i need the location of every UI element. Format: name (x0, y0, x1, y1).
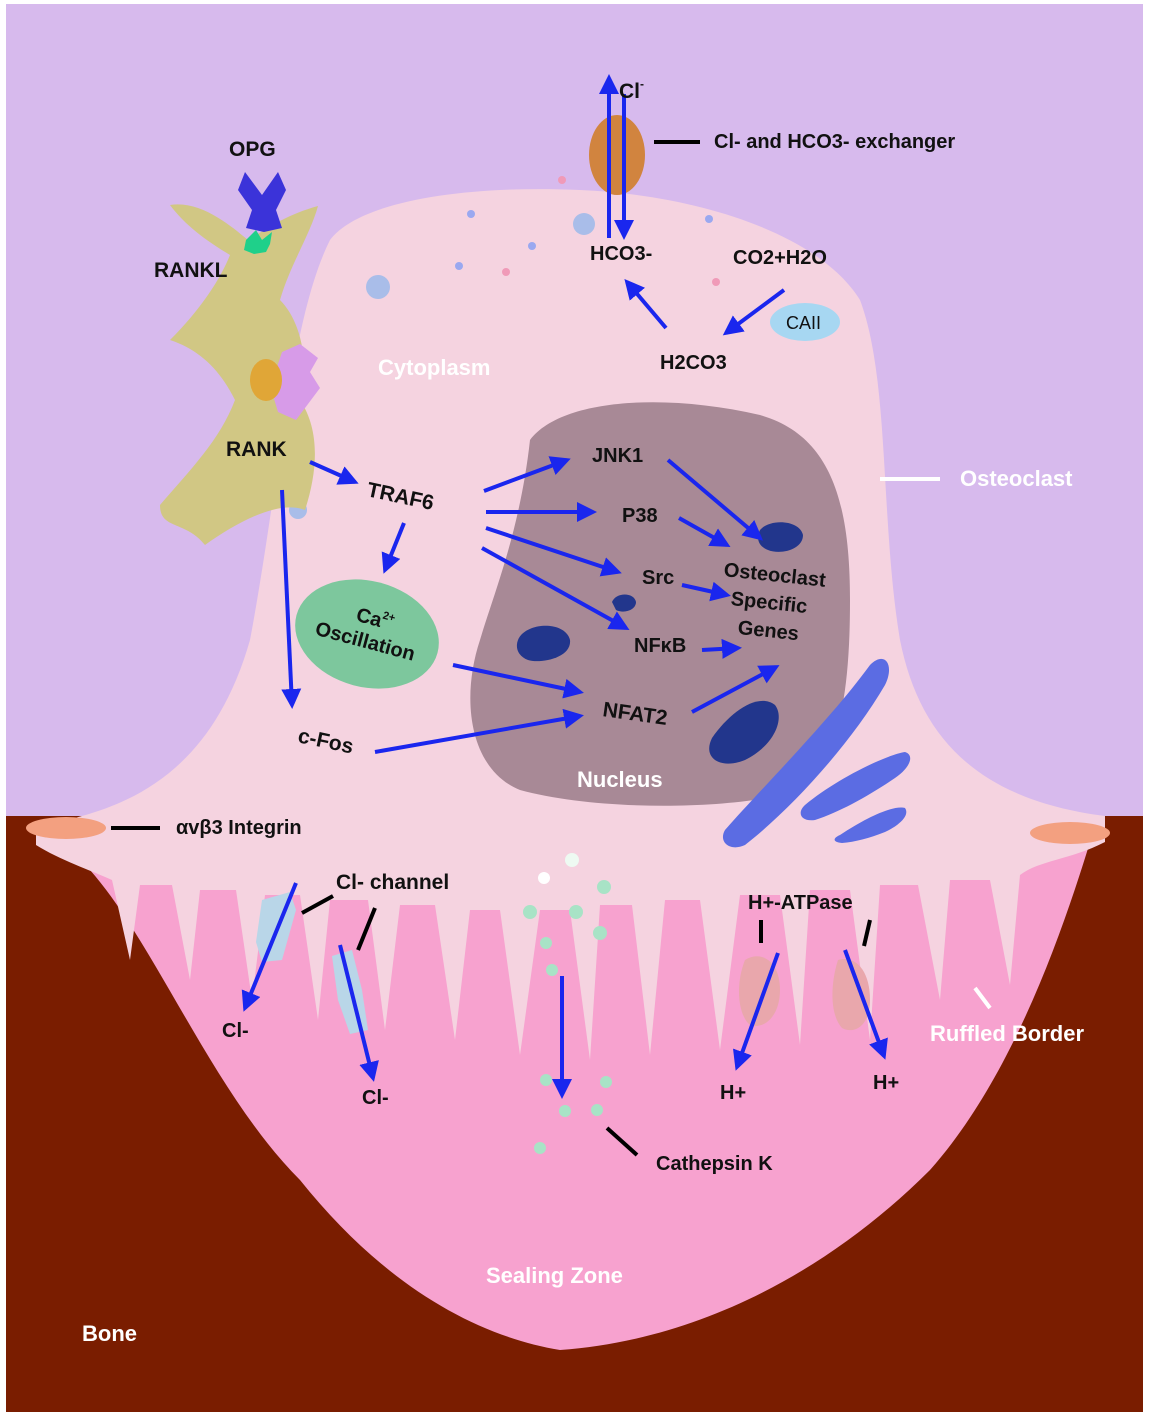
label-ruffled-border: Ruffled Border (930, 1021, 1084, 1046)
arrow-nfkb-to-genes (702, 648, 738, 650)
label-cl-left: Cl- (222, 1020, 249, 1042)
integrin-icon-left (26, 817, 106, 839)
vesicle (528, 242, 536, 250)
label-rankl: RANKL (154, 259, 228, 282)
vesicle (705, 215, 713, 223)
label-hco3: HCO3- (590, 243, 652, 265)
label-bone: Bone (82, 1321, 137, 1346)
label-jnk1: JNK1 (592, 445, 643, 467)
vesicle (712, 278, 720, 286)
label-caii: CAII (786, 313, 821, 333)
label-rank: RANK (226, 438, 287, 461)
label-nfkb: NFκB (634, 635, 686, 657)
label-src: Src (642, 567, 674, 589)
integrin-icon-right (1030, 822, 1110, 844)
label-cl-right: Cl- (362, 1087, 389, 1109)
label-cytoplasm: Cytoplasm (378, 355, 490, 380)
label-integrin: αvβ3 Integrin (176, 817, 302, 839)
label-h-atpase: H+-ATPase (748, 892, 853, 914)
label-cl-top: Cl (619, 80, 640, 103)
vesicle (558, 176, 566, 184)
vesicle (467, 210, 475, 218)
label-exchanger: Cl- and HCO3- exchanger (714, 131, 955, 153)
label-nucleus: Nucleus (577, 767, 663, 792)
label-cl-top-sup: - (640, 77, 644, 91)
vesicle (573, 213, 595, 235)
label-co2-h2o: CO2+H2O (733, 247, 827, 269)
label-osteoclast: Osteoclast (960, 466, 1073, 491)
label-h2co3: H2CO3 (660, 352, 727, 374)
label-h-right: H+ (873, 1072, 899, 1094)
label-h-left: H+ (720, 1082, 746, 1104)
label-cl-channel: Cl- channel (336, 871, 449, 894)
vesicle (455, 262, 463, 270)
rankl-membrane-protein-icon (250, 359, 282, 401)
vesicle (502, 268, 510, 276)
label-sealing-zone: Sealing Zone (486, 1263, 623, 1288)
label-p38: P38 (622, 505, 658, 527)
exchanger-icon (589, 115, 645, 195)
vesicle (366, 275, 390, 299)
label-opg: OPG (229, 138, 276, 161)
label-cathepsin: Cathepsin K (656, 1153, 773, 1175)
